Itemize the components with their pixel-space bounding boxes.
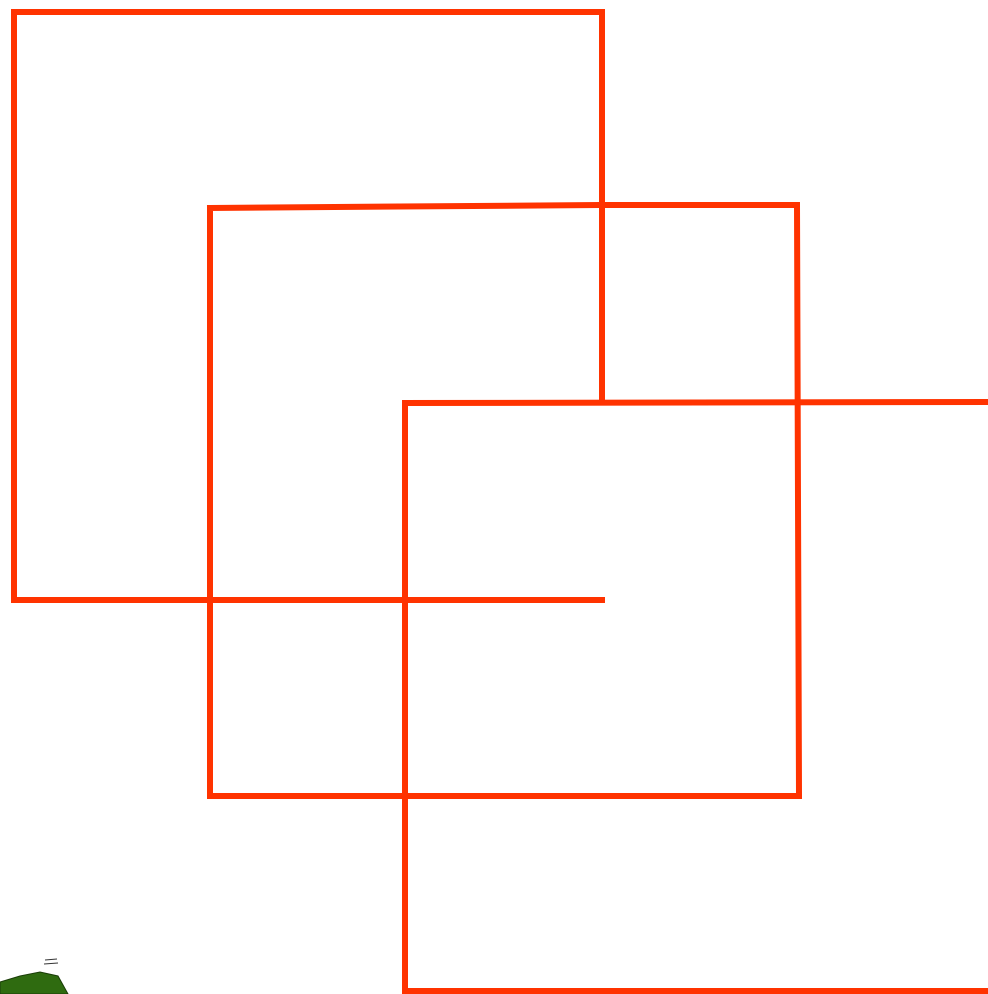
green-shape-icon xyxy=(0,959,68,994)
square-1-outline xyxy=(14,12,602,600)
square-2-outline xyxy=(210,205,799,796)
square-3-outline xyxy=(405,402,988,991)
